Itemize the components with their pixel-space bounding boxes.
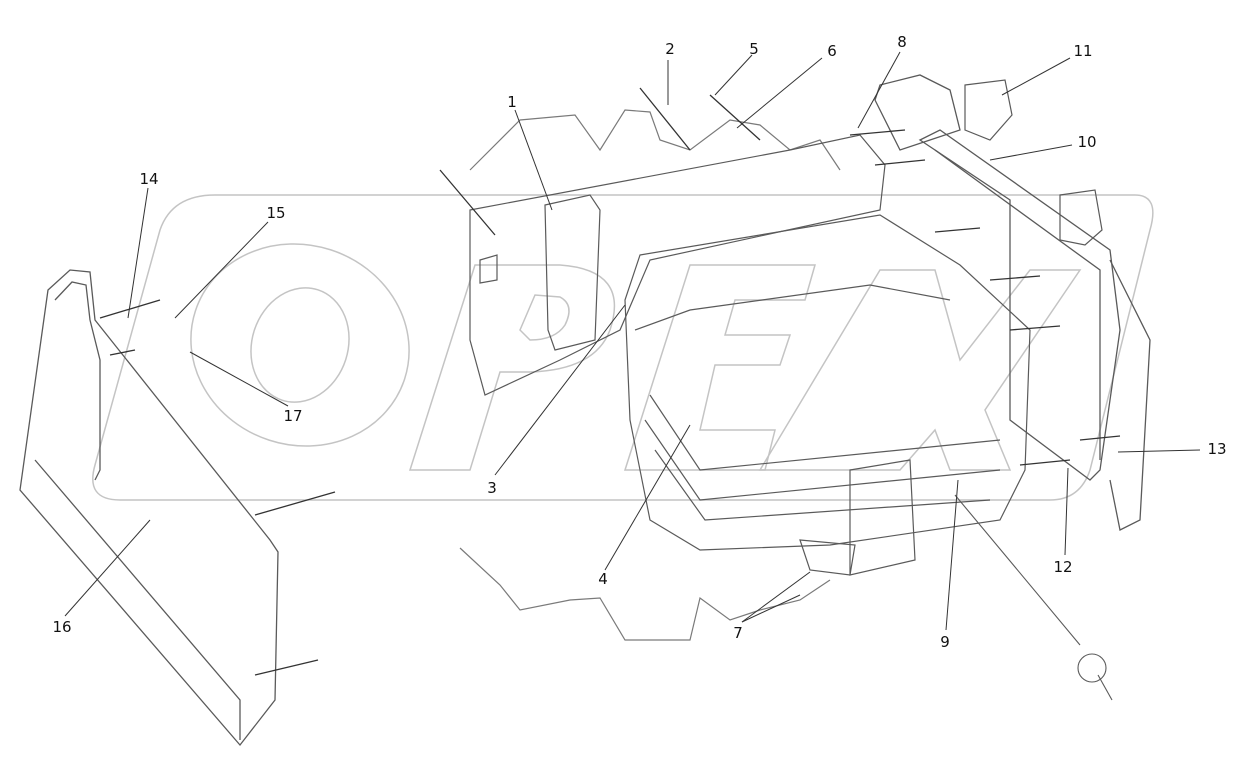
callout-11: 11 — [1073, 42, 1092, 60]
housing-body — [624, 214, 1031, 551]
motor-assembly — [964, 79, 1103, 246]
cable-assembly — [954, 494, 1113, 701]
gear-outline — [459, 109, 841, 641]
callout-9: 9 — [940, 633, 950, 651]
upper-shroud — [469, 134, 886, 396]
callout-13: 13 — [1207, 440, 1226, 458]
callout-2: 2 — [665, 40, 675, 58]
right-frame — [874, 74, 1151, 531]
lower-bracket — [799, 459, 916, 576]
callout-7: 7 — [733, 624, 743, 642]
callout-4: 4 — [598, 570, 608, 588]
callout-8: 8 — [897, 33, 907, 51]
fasteners — [99, 87, 1121, 676]
leader-lines — [64, 51, 1201, 631]
side-panel — [19, 269, 279, 747]
callout-12: 12 — [1053, 558, 1072, 576]
callout-16: 16 — [52, 618, 71, 636]
opex-watermark — [92, 194, 1154, 501]
callout-3: 3 — [487, 479, 497, 497]
callout-1: 1 — [507, 93, 517, 111]
callout-17: 17 — [283, 407, 302, 425]
callout-5: 5 — [749, 40, 759, 58]
callout-14: 14 — [139, 170, 158, 188]
callout-labels: 1 2 3 4 5 6 7 8 9 10 11 12 13 14 15 16 1… — [52, 33, 1226, 651]
callout-6: 6 — [827, 42, 837, 60]
callout-10: 10 — [1077, 133, 1096, 151]
callout-15: 15 — [266, 204, 285, 222]
